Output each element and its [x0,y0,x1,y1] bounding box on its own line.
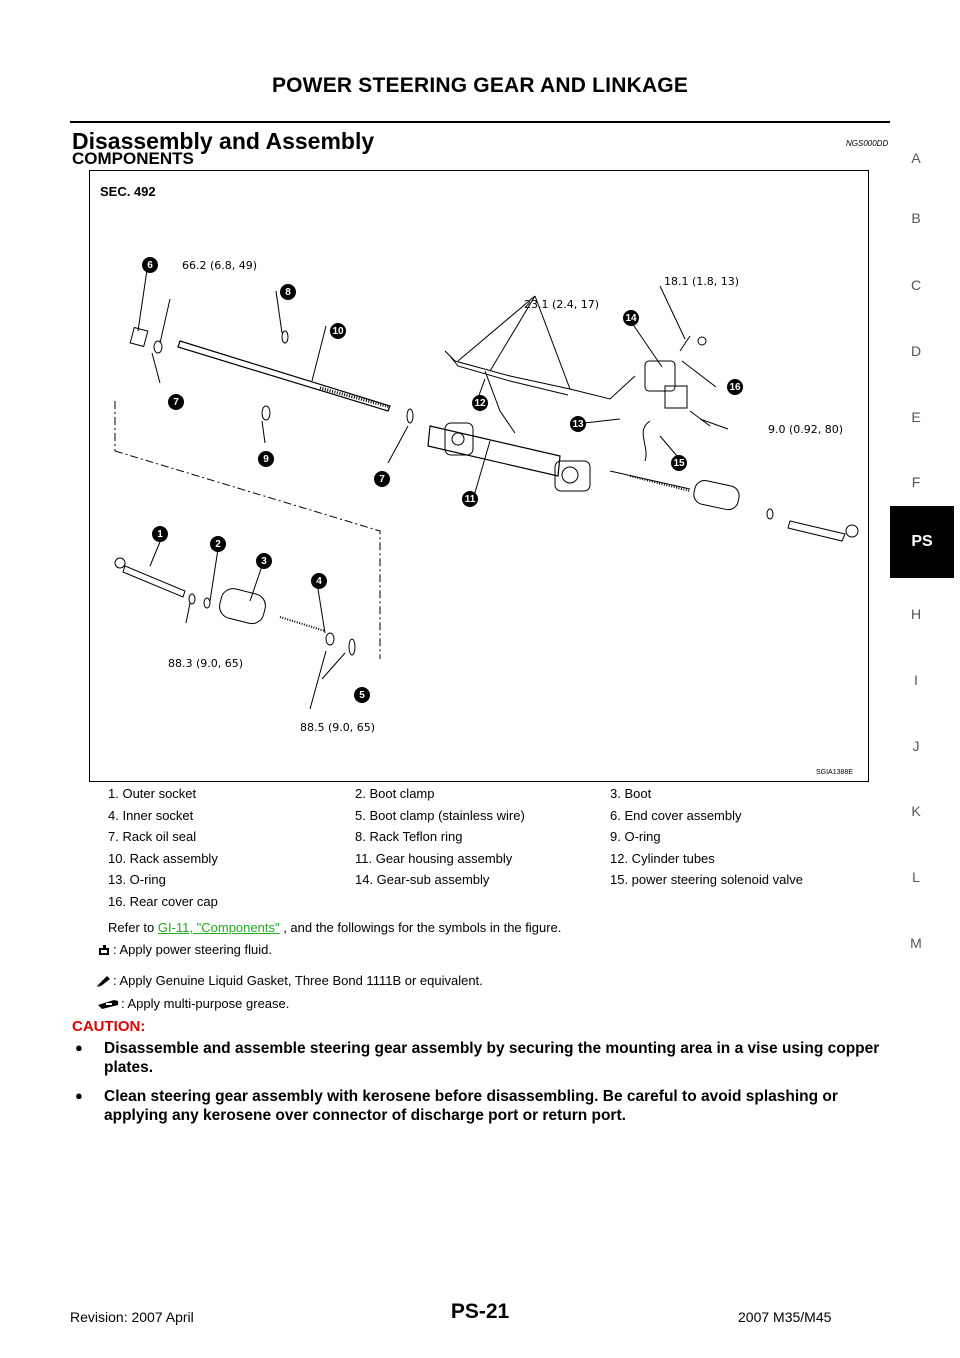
callout-14: 14 [623,310,639,326]
section-code: NGS000DD [846,139,889,148]
callout-11: 11 [462,491,478,507]
index-ps-active[interactable]: PS [890,506,954,578]
part-item: 1. Outer socket [108,786,197,801]
legend-fluid-text: : Apply power steering fluid. [113,942,272,957]
callout-8: 8 [280,284,296,300]
part-item: 15. power steering solenoid valve [610,872,803,887]
part-item: 4. Inner socket [108,807,194,823]
torque-88-3: 88.3 (9.0, 65) [168,657,244,670]
bullet-icon: ● [75,1040,83,1055]
part-item: 13. O-ring [108,872,166,887]
index-b[interactable]: B [911,210,921,226]
torque-88-5: 88.5 (9.0, 65) [300,721,376,734]
legend-grease-text: : Apply multi-purpose grease. [121,996,290,1011]
torque-9-0: 9.0 (0.92, 80) [768,423,844,436]
legend-grease: : Apply multi-purpose grease. [96,996,289,1011]
parts-row: 1. Outer socket 2. Boot clamp 3. Boot [108,786,898,808]
callout-7a: 7 [168,394,184,410]
caution-text: Clean steering gear assembly with kerose… [104,1088,838,1124]
index-c[interactable]: C [910,277,922,293]
part-item: 3. Boot [610,786,652,801]
callout-5: 5 [354,687,370,703]
callout-15: 15 [671,455,687,471]
part-item: 9. O-ring [610,829,661,844]
legend-gasket-text: : Apply Genuine Liquid Gasket, Three Bon… [113,973,483,988]
index-k[interactable]: K [911,803,921,819]
gasket-icon [96,974,112,987]
callout-12: 12 [472,395,488,411]
components-figure: SEC. 492 66.2 (6.8, 49) 18.1 (1.8, 13) 2… [89,170,869,782]
parts-row: 10. Rack assembly 11. Gear housing assem… [108,851,898,873]
callout-3: 3 [256,553,272,569]
side-index: A B C D E F PS H I J K L M [890,0,960,1358]
part-item: 14. Gear-sub assembly [355,872,490,887]
index-a[interactable]: A [911,150,921,166]
footer-model: 2007 M35/M45 [738,1309,832,1325]
index-m[interactable]: M [910,935,922,951]
exploded-diagram [114,262,859,710]
footer-page-number: PS-21 [450,1300,510,1323]
grease-icon [96,997,120,1010]
part-item: 8. Rack Teflon ring [355,829,463,844]
callout-10: 10 [330,323,346,339]
reference-line: Refer to GI-11, "Components" , and the f… [108,920,561,935]
part-item: 16. Rear cover cap [108,893,218,909]
fluid-icon [96,943,112,956]
callout-7b: 7 [374,471,390,487]
index-d[interactable]: D [910,343,922,359]
legend-fluid: : Apply power steering fluid. [96,942,272,957]
subsection-title: COMPONENTS [72,149,194,168]
caution-item: ● Disassemble and assemble steering gear… [75,1039,894,1077]
reference-prefix: Refer to [108,920,158,935]
caution-label: CAUTION: [72,1018,146,1035]
part-item: 5. Boot clamp (stainless wire) [355,807,525,823]
callout-6: 6 [142,257,158,273]
sec-label: SEC. 492 [100,184,156,199]
callout-2: 2 [210,536,226,552]
figure-code: SGIA1388E [816,769,853,776]
parts-row: 4. Inner socket 5. Boot clamp (stainless… [108,808,898,830]
part-item: 12. Cylinder tubes [610,850,715,866]
callout-16: 16 [727,379,743,395]
parts-list: 1. Outer socket 2. Boot clamp 3. Boot 4.… [108,786,898,915]
caution-text: Disassemble and assemble steering gear a… [104,1040,880,1076]
index-l[interactable]: L [912,869,920,885]
part-item: 6. End cover assembly [610,807,742,823]
index-i[interactable]: I [914,672,918,688]
callout-9: 9 [258,451,274,467]
part-item: 2. Boot clamp [355,786,435,801]
torque-18-1: 18.1 (1.8, 13) [664,275,740,288]
index-h[interactable]: H [910,606,922,622]
reference-suffix: , and the followings for the symbols in … [279,920,562,935]
torque-66-2: 66.2 (6.8, 49) [182,259,258,272]
part-item: 10. Rack assembly [108,850,218,866]
header-rule [70,121,890,123]
index-e[interactable]: E [911,409,921,425]
index-f[interactable]: F [911,474,921,490]
index-j[interactable]: J [912,738,920,754]
footer-revision: Revision: 2007 April [70,1309,194,1325]
callout-1: 1 [152,526,168,542]
section-title: Disassembly and Assembly [72,128,375,154]
torque-23-1: 23.1 (2.4, 17) [524,298,600,311]
bullet-icon: ● [75,1088,83,1103]
callout-13: 13 [570,416,586,432]
caution-item: ● Clean steering gear assembly with kero… [75,1087,894,1125]
parts-row: 13. O-ring 14. Gear-sub assembly 15. pow… [108,872,898,894]
legend-gasket: : Apply Genuine Liquid Gasket, Three Bon… [96,973,483,988]
reference-link[interactable]: GI-11, "Components" [157,920,280,935]
part-item: 11. Gear housing assembly [355,850,513,866]
part-item: 7. Rack oil seal [108,829,197,844]
parts-row: 7. Rack oil seal 8. Rack Teflon ring 9. … [108,829,898,851]
parts-row: 16. Rear cover cap [108,894,898,916]
callout-4: 4 [311,573,327,589]
page-header-title: POWER STEERING GEAR AND LINKAGE [271,74,689,97]
